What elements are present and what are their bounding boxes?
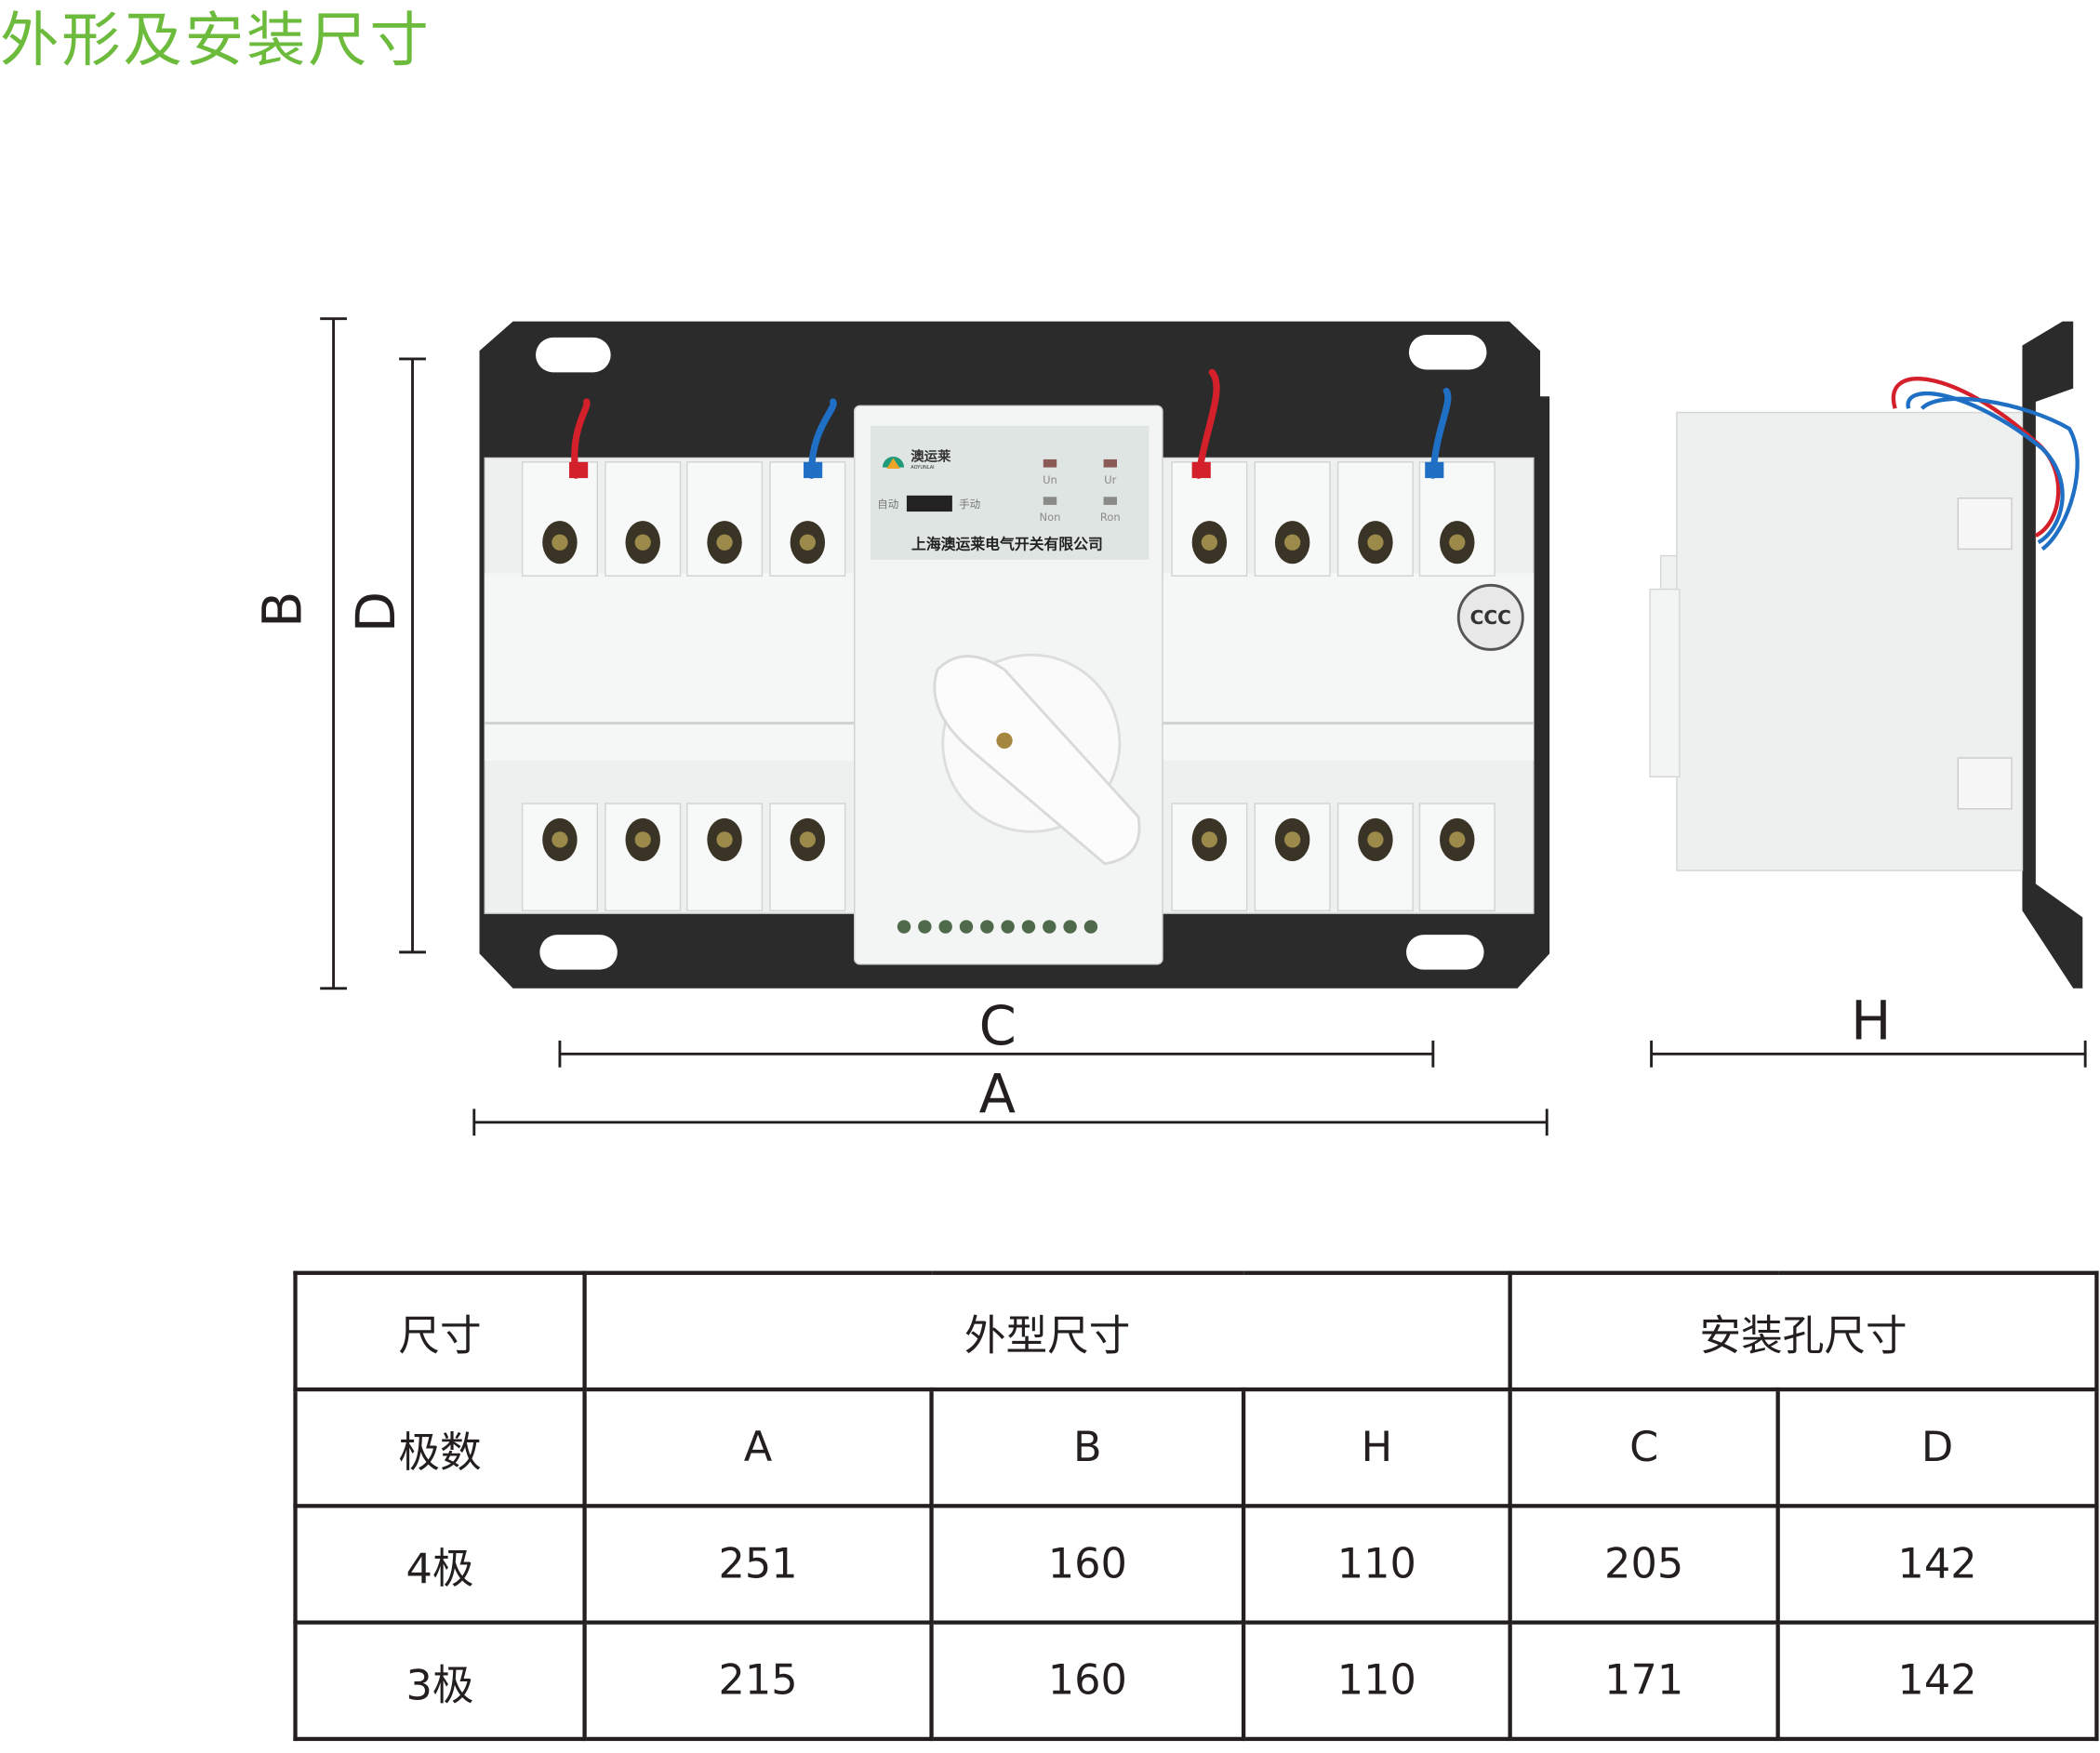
led-dot — [1001, 920, 1015, 934]
auto-label: 自动 — [877, 498, 898, 511]
header-poles: 极数 — [293, 1387, 587, 1508]
cell: 160 — [929, 1620, 1246, 1742]
terminals — [521, 461, 1495, 911]
brand-name: 澳运莱 — [910, 447, 951, 464]
led-row — [897, 920, 1098, 934]
led-dot — [1043, 920, 1057, 934]
handle-screw — [996, 732, 1013, 749]
svg-text:CCC: CCC — [1470, 606, 1511, 629]
header-c: C — [1508, 1387, 1780, 1508]
terminal-screw-icon — [1201, 831, 1218, 848]
cell: 3极 — [293, 1620, 587, 1742]
header-d: D — [1775, 1387, 2099, 1508]
indicator-ron: Ron — [1100, 511, 1121, 524]
led-dot — [938, 920, 952, 934]
table-row: 4极 251 160 110 205 142 — [293, 1504, 2099, 1625]
dim-label-h: H — [1851, 990, 1892, 1053]
indicator-un: Un — [1043, 473, 1057, 486]
header-outline: 外型尺寸 — [582, 1270, 1512, 1392]
cell: 171 — [1508, 1620, 1780, 1742]
cell: 160 — [929, 1504, 1246, 1625]
header-h: H — [1241, 1387, 1512, 1508]
dimension-lines — [320, 317, 2087, 1136]
led-dot — [1063, 920, 1077, 934]
terminal-screw-icon — [552, 831, 568, 848]
table-subheader-row: 极数 A B H C D — [293, 1387, 2099, 1508]
front-view: 澳运莱 AOYUNLAI Un Ur Non Ron 自动 手动 上海澳运莱电气… — [479, 321, 1550, 989]
terminal-screw-icon — [1449, 831, 1466, 848]
led-dot — [897, 920, 911, 934]
cell: 110 — [1241, 1504, 1512, 1625]
header-size: 尺寸 — [293, 1270, 587, 1392]
dimension-table: 尺寸 外型尺寸 安装孔尺寸 极数 A B H C D 4极 251 160 11… — [293, 1270, 2099, 1742]
mode-switch[interactable] — [906, 495, 952, 512]
manual-label: 手动 — [959, 498, 980, 511]
terminal-screw-icon — [799, 534, 816, 551]
mounting-slots — [536, 335, 1487, 970]
dim-label-d: D — [346, 591, 408, 633]
side-bracket — [2022, 321, 2083, 989]
terminal-screw-icon — [1449, 534, 1466, 551]
dim-label-a: A — [978, 1064, 1017, 1127]
header-mounting: 安装孔尺寸 — [1508, 1270, 2099, 1392]
led-dot — [918, 920, 932, 934]
indicator-ur: Ur — [1104, 473, 1116, 486]
company-name: 上海澳运莱电气开关有限公司 — [911, 535, 1103, 552]
led-dot — [959, 920, 974, 934]
terminal-screw-icon — [634, 534, 651, 551]
led-dot — [1021, 920, 1036, 934]
terminal-screw-icon — [716, 831, 733, 848]
controller-panel — [871, 425, 1150, 560]
table-header-row: 尺寸 外型尺寸 安装孔尺寸 — [293, 1270, 2099, 1392]
cell: 251 — [582, 1504, 934, 1625]
cell: 205 — [1508, 1504, 1780, 1625]
cell: 4极 — [293, 1504, 587, 1625]
table-row: 3极 215 160 110 171 142 — [293, 1620, 2099, 1742]
dim-label-c: C — [978, 996, 1017, 1058]
led-dot — [980, 920, 994, 934]
dim-label-b: B — [252, 591, 315, 628]
terminal-screw-icon — [1367, 534, 1384, 551]
brand-latin: AOYUNLAI — [910, 465, 934, 471]
cell: 215 — [582, 1620, 934, 1742]
cell: 142 — [1775, 1504, 2099, 1625]
terminal-screw-icon — [799, 831, 816, 848]
indicator-non: Non — [1040, 511, 1061, 524]
operating-handle[interactable] — [933, 655, 1141, 866]
terminal-screw-icon — [1367, 831, 1384, 848]
ccc-mark-icon — [1456, 583, 1524, 651]
led-dot — [1083, 920, 1098, 934]
header-a: A — [582, 1387, 934, 1508]
header-b: B — [929, 1387, 1246, 1508]
terminal-screw-icon — [552, 534, 568, 551]
cell: 142 — [1775, 1620, 2099, 1742]
terminal-screw-icon — [1201, 534, 1218, 551]
terminal-screw-icon — [1284, 534, 1301, 551]
side-view — [1649, 321, 2083, 989]
terminal-screw-icon — [716, 534, 733, 551]
terminal-screw-icon — [1284, 831, 1301, 848]
page-title: 外形及安装尺寸 — [0, 7, 432, 75]
terminal-screw-icon — [634, 831, 651, 848]
cell: 110 — [1241, 1620, 1512, 1742]
